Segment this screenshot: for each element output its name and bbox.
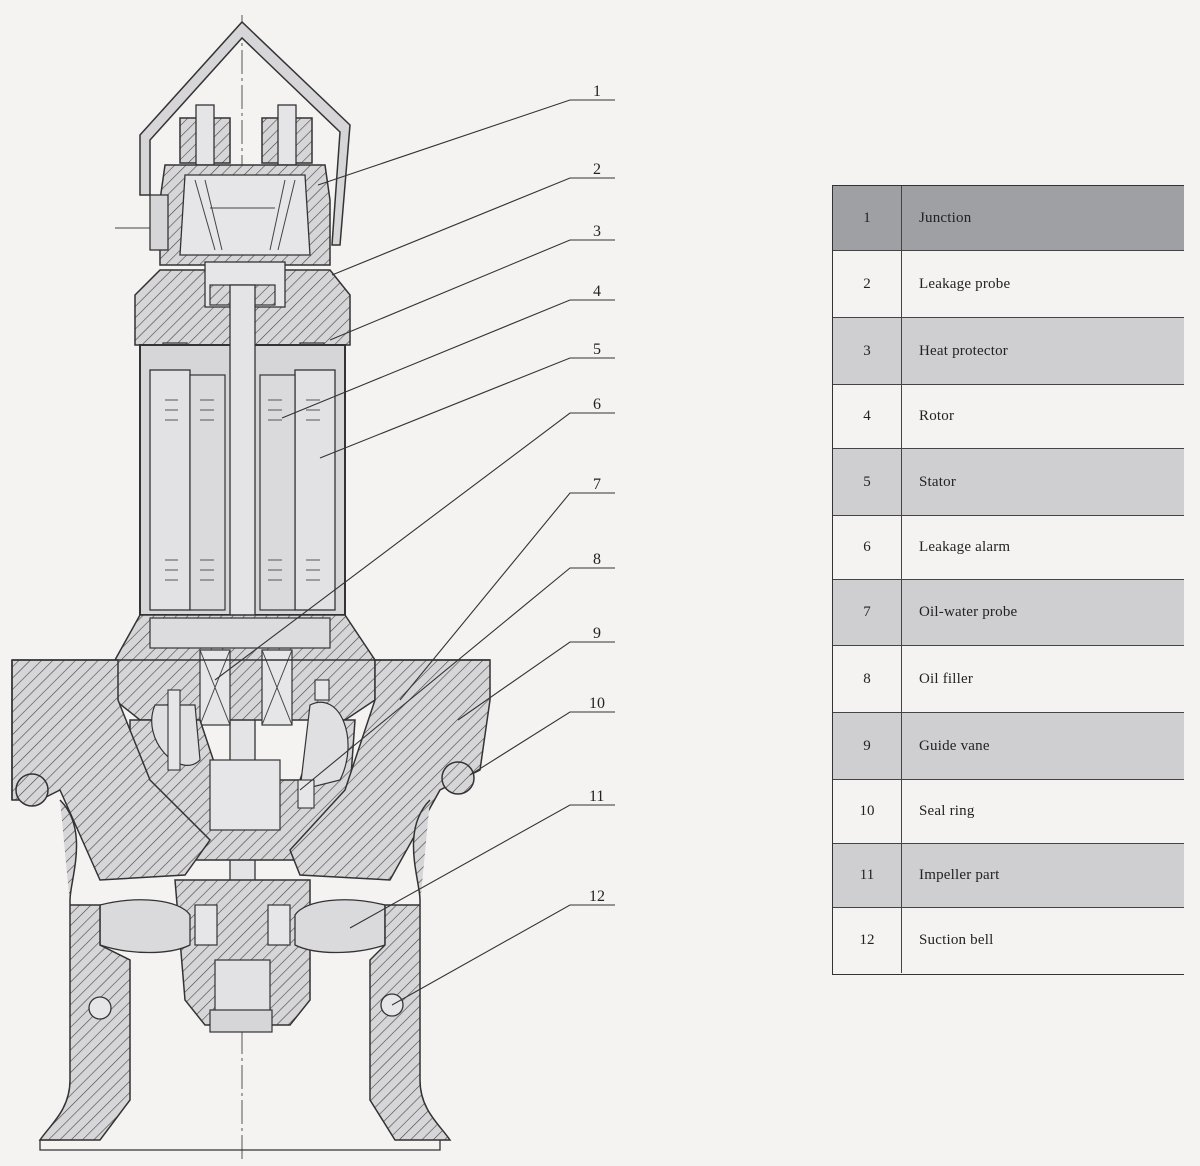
legend-number: 7 [833, 580, 902, 645]
seal-ring-right [441, 761, 475, 795]
legend-number: 3 [833, 318, 902, 384]
legend-name: Oil-water probe [919, 604, 1018, 620]
pump-cross-section-diagram: 1 2 3 4 5 6 7 8 9 10 11 12 [11, 15, 615, 1160]
legend-row-3: 3 Heat protector [833, 318, 1184, 385]
legend-row-12: 12 Suction bell [833, 908, 1184, 973]
legend-number: 11 [833, 844, 902, 907]
legend-number: 10 [833, 780, 902, 843]
legend-number: 12 [833, 908, 902, 973]
legend-number: 2 [833, 251, 902, 317]
parts-legend-table: 1 Junction 2 Leakage probe 3 Heat protec… [832, 185, 1184, 975]
legend-number: 9 [833, 713, 902, 779]
legend-row-7: 7 Oil-water probe [833, 580, 1184, 646]
callout-12: 12 [589, 888, 605, 905]
callout-7: 7 [593, 476, 601, 493]
legend-row-11: 11 Impeller part [833, 844, 1184, 908]
legend-name: Rotor [919, 408, 955, 424]
legend-row-2: 2 Leakage probe [833, 251, 1184, 318]
callout-6: 6 [593, 396, 601, 413]
callout-10: 10 [589, 695, 605, 712]
legend-name: Impeller part [919, 867, 1000, 883]
legend-number: 1 [833, 186, 902, 250]
impeller [99, 879, 386, 1033]
callout-4: 4 [593, 283, 601, 300]
cable-guard [139, 20, 351, 246]
callout-2: 2 [593, 161, 601, 178]
legend-number: 5 [833, 449, 902, 515]
legend-name: Oil filler [919, 670, 974, 687]
callout-11: 11 [589, 788, 604, 805]
legend-row-8: 8 Oil filler [833, 646, 1184, 713]
legend-name: Suction bell [919, 932, 994, 948]
legend-row-1: 1 Junction [833, 186, 1184, 251]
legend-name: Guide vane [919, 737, 990, 754]
callout-3: 3 [593, 223, 601, 240]
legend-row-9: 9 Guide vane [833, 713, 1184, 780]
legend-name: Heat protector [919, 342, 1009, 359]
callout-5: 5 [593, 341, 601, 358]
legend-name: Junction [919, 209, 972, 226]
legend-number: 6 [833, 516, 902, 579]
legend-row-6: 6 Leakage alarm [833, 516, 1184, 580]
callout-9: 9 [593, 625, 601, 642]
callout-8: 8 [593, 551, 601, 568]
junction-head [115, 104, 331, 266]
legend-name: Seal ring [919, 803, 975, 819]
legend-row-5: 5 Stator [833, 449, 1184, 516]
bolt-hole-left [88, 996, 112, 1020]
discharge-casing [11, 659, 491, 1151]
legend-row-10: 10 Seal ring [833, 780, 1184, 844]
legend-number: 8 [833, 646, 902, 712]
callout-numbers: 1 2 3 4 5 6 7 8 9 10 11 12 [589, 83, 605, 905]
seal-ring-left [15, 773, 49, 807]
legend-row-4: 4 Rotor [833, 385, 1184, 449]
legend-name: Stator [919, 473, 957, 490]
legend-number: 4 [833, 385, 902, 448]
callout-1: 1 [593, 83, 601, 100]
legend-name: Leakage probe [919, 275, 1011, 292]
legend-name: Leakage alarm [919, 539, 1011, 555]
leader-lines [214, 99, 615, 1006]
